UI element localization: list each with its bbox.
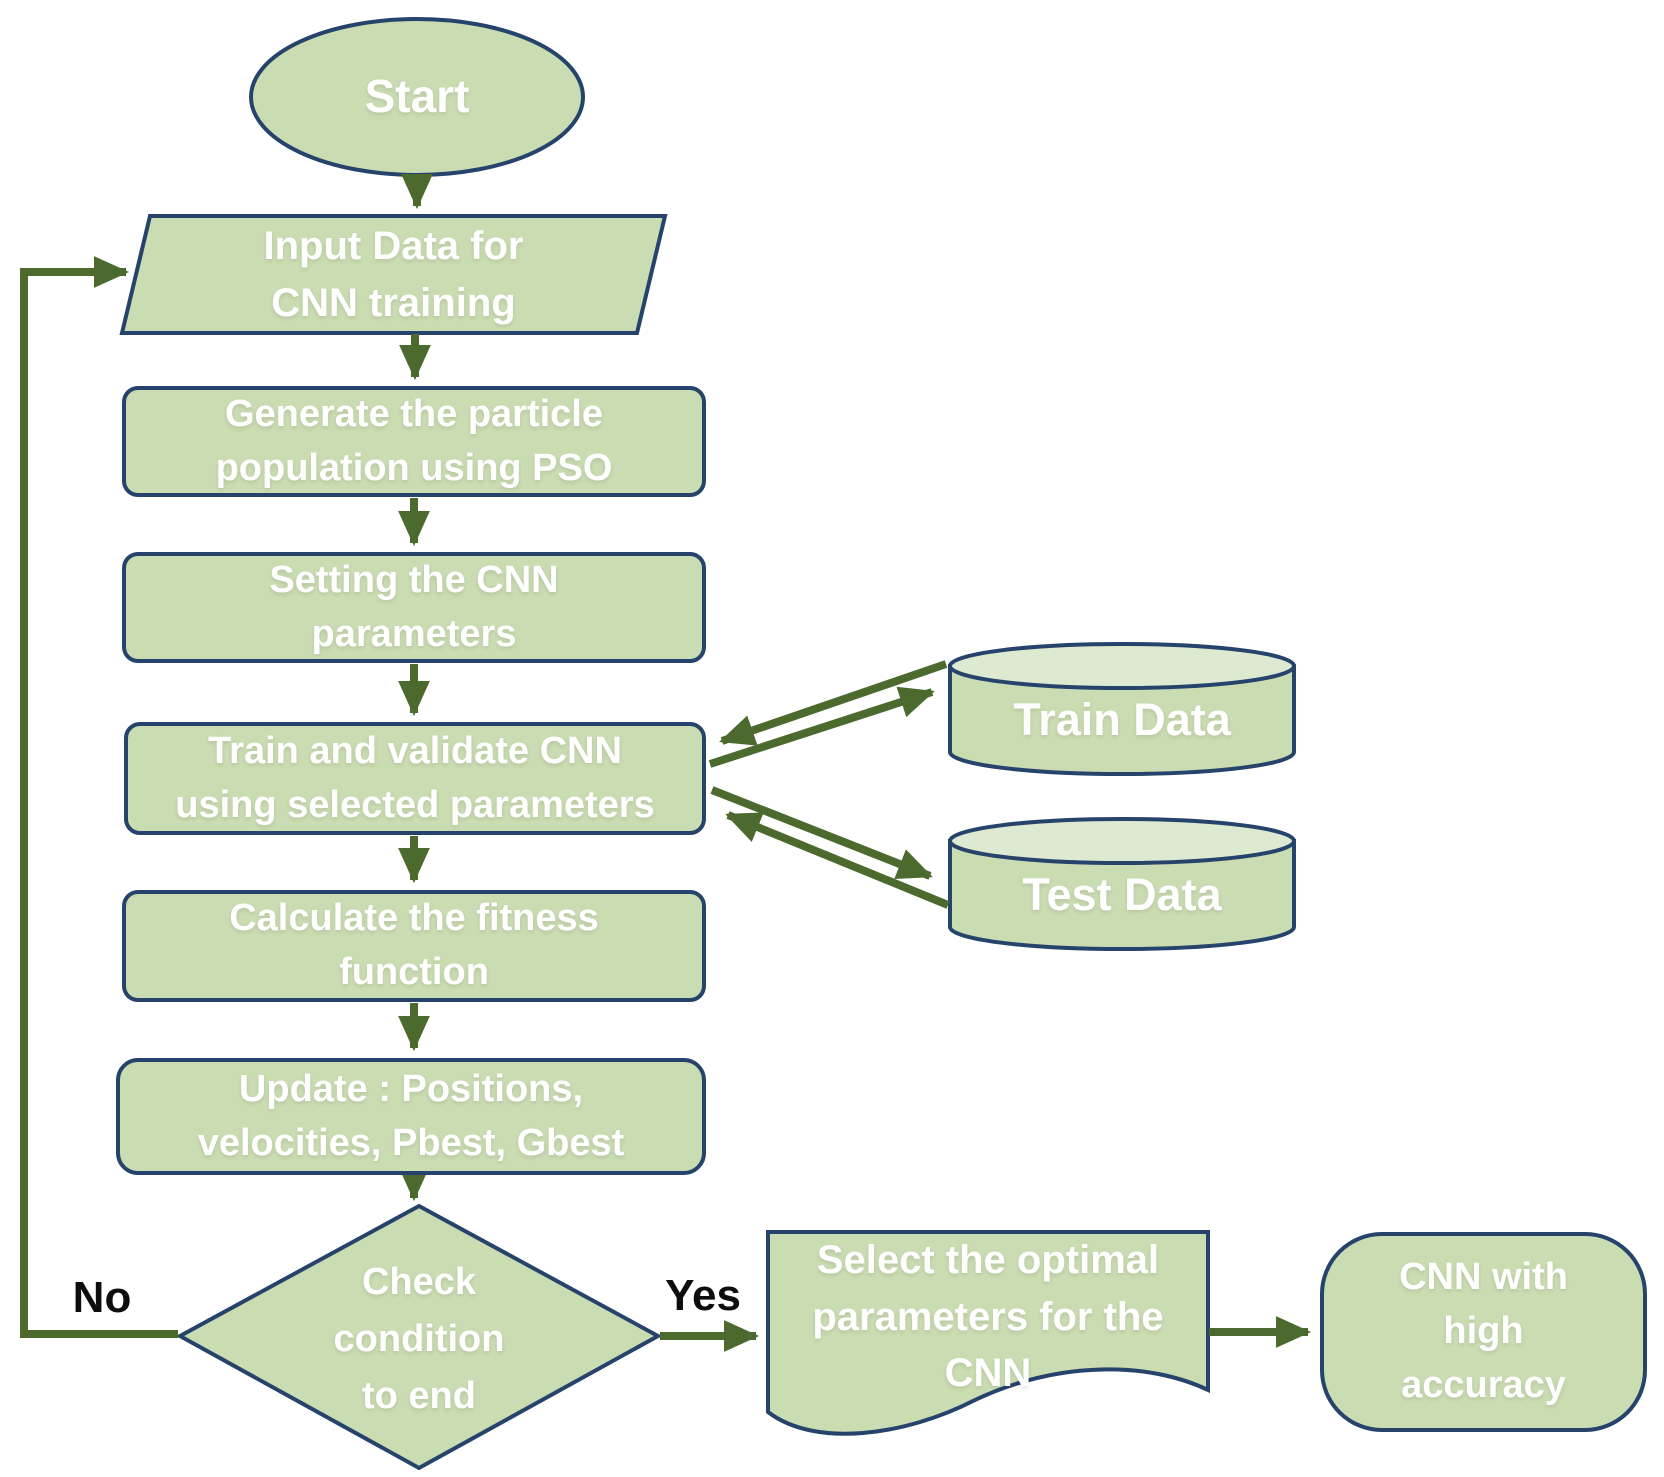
train-data-cylinder (948, 642, 1296, 776)
terminator-cnn-high-accuracy (1320, 1232, 1647, 1432)
train-data-cylinder-top (948, 642, 1296, 690)
test-data-cylinder-top (948, 817, 1296, 865)
test-data-cylinder-body (948, 839, 1296, 951)
arrow-box-to-test-data (710, 786, 933, 880)
process-update-particles (116, 1058, 706, 1175)
process-generate-population (122, 386, 706, 497)
test-data-cylinder (948, 817, 1296, 951)
arrow-test-data-to-box (725, 811, 950, 909)
start-terminator-shape (249, 17, 585, 177)
arrow-box-to-train-data (708, 686, 935, 768)
yes-branch-label: Yes (665, 1271, 741, 1320)
process-calculate-fitness (122, 890, 706, 1002)
select-optimal-document-shape (766, 1230, 1210, 1436)
process-train-validate (124, 722, 706, 835)
arrow-train-data-to-box (719, 660, 948, 746)
process-setting-parameters (122, 552, 706, 663)
decision-diamond-shape (175, 1203, 663, 1471)
no-branch-label: No (72, 1273, 132, 1322)
arrow-decision-no-loopback (20, 256, 178, 1338)
input-data-parallelogram-shape (119, 214, 668, 335)
train-data-cylinder-body (948, 664, 1296, 776)
